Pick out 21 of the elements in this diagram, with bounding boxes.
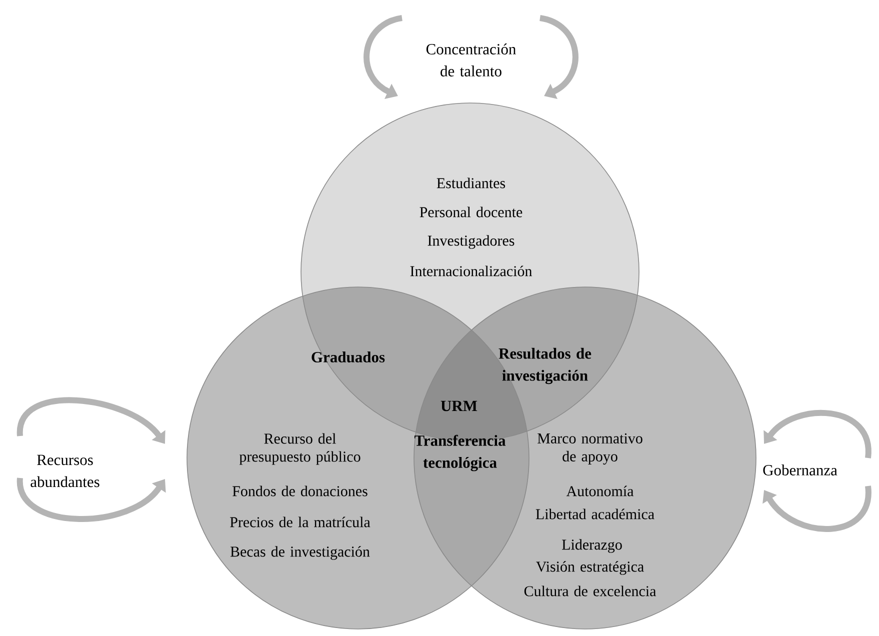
list-item: Autonomía — [566, 486, 634, 496]
list-item: Investigadores — [428, 235, 514, 249]
venn-circle — [414, 286, 756, 630]
list-item: Cultura de excelencia — [524, 586, 656, 596]
list-item: Recurso del presupuesto público — [239, 433, 360, 465]
list-item: Precios de la matrícula — [230, 516, 370, 528]
region-label: Transferencia tecnológica — [414, 434, 506, 472]
cycle-label: Recursos abundantes — [30, 454, 100, 488]
list-item: Estudiantes — [436, 178, 506, 188]
region-label: URM — [440, 400, 478, 412]
region-label: Resultados de investigación — [498, 348, 592, 384]
list-item: Liderazgo — [562, 539, 622, 553]
list-item: Libertad académica — [536, 508, 654, 520]
cycle-label: Concentración de talento — [426, 44, 516, 76]
list-item: Personal docente — [420, 206, 522, 218]
list-item: Internacionalización — [410, 266, 532, 276]
list-item: Becas de investigación — [230, 546, 370, 560]
list-item: Fondos de donaciones — [232, 486, 368, 496]
list-item: Visión estratégica — [536, 561, 644, 575]
region-label: Graduados — [312, 352, 385, 362]
list-item: Marco normativo de apoyo — [538, 433, 642, 465]
